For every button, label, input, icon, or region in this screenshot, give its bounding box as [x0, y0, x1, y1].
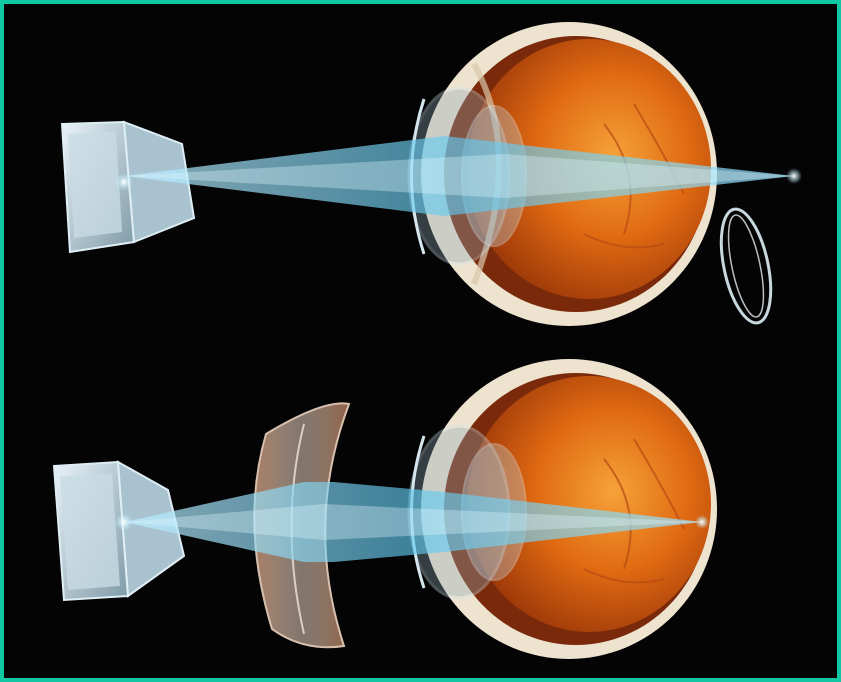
top-panel [62, 22, 802, 327]
bottom-panel [54, 359, 717, 659]
book-object-icon [62, 122, 194, 252]
eye-diagram-illustration [4, 4, 837, 678]
contact-lens-icon [712, 205, 779, 328]
